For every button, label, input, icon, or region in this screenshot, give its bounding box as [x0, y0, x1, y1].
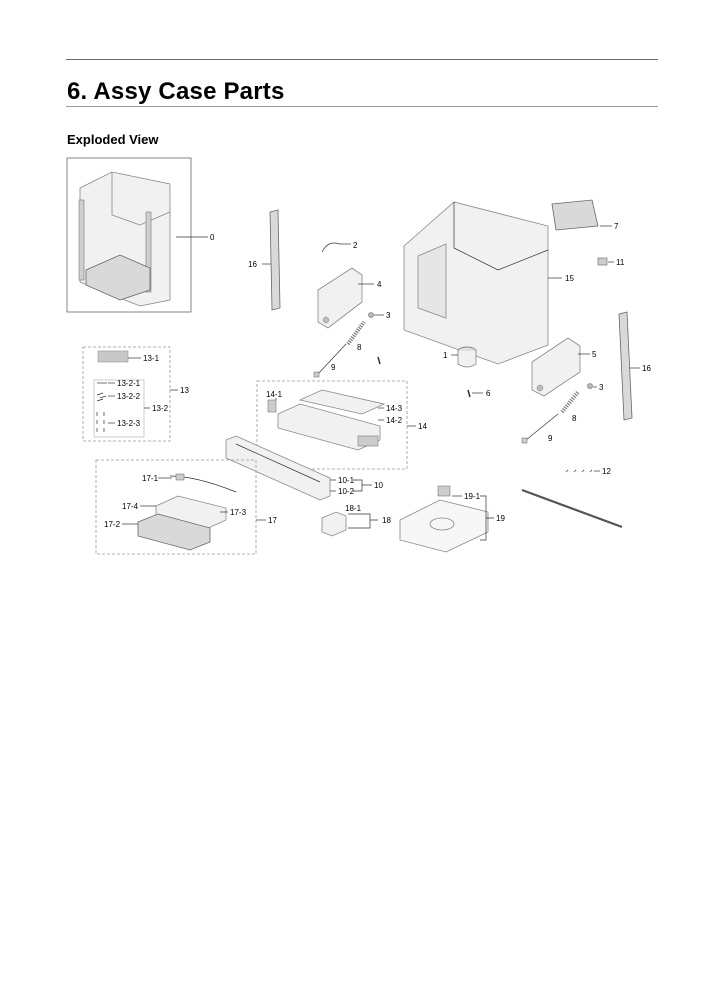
callout-5: 5	[592, 350, 597, 359]
callout-0: 0	[210, 233, 215, 242]
callout-8-left: 8	[357, 343, 362, 352]
callout-4: 4	[377, 280, 382, 289]
page-title: 6. Assy Case Parts	[67, 78, 285, 105]
callout-16-left: 16	[248, 260, 257, 269]
callout-3-left: 3	[386, 311, 391, 320]
callout-16-right: 16	[642, 364, 651, 373]
callout-14: 14	[418, 422, 427, 431]
callout-11: 11	[616, 258, 625, 267]
part-group-14-base-frame: 14-1 14-3 14-2 14	[256, 380, 427, 470]
part-4-side-panel: 4	[317, 267, 382, 329]
callout-14-2: 14-2	[386, 416, 403, 425]
callout-13-2-1: 13-2-1	[117, 379, 141, 388]
callout-3-right: 3	[599, 383, 604, 392]
part-bottom-strip	[521, 488, 623, 529]
callout-18: 18	[382, 516, 391, 525]
callout-14-1: 14-1	[266, 390, 283, 399]
part-11-hinge: 11	[597, 257, 625, 267]
callout-18-1: 18-1	[345, 504, 362, 513]
callout-1: 1	[443, 351, 448, 360]
part-1-cap: 1	[443, 346, 477, 368]
callout-10-1: 10-1	[338, 476, 355, 485]
part-0-assembled-case: 0	[66, 157, 215, 313]
callout-13-2-3: 13-2-3	[117, 419, 141, 428]
part-10-kick-plate: 10-1 10-2 10	[225, 435, 383, 501]
part-15-case-tub: 15	[403, 201, 574, 365]
part-7-top-bracket: 7	[551, 199, 619, 231]
callout-13-2-2: 13-2-2	[117, 392, 141, 401]
part-8-spring-right: 8	[560, 390, 580, 423]
part-9-cable-right: 9	[521, 413, 559, 444]
callout-8-right: 8	[572, 414, 577, 423]
callout-19-1: 19-1	[464, 492, 481, 501]
callout-14-3: 14-3	[386, 404, 403, 413]
callout-9-right: 9	[548, 434, 553, 443]
callout-17-1: 17-1	[142, 474, 159, 483]
callout-13-1: 13-1	[143, 354, 160, 363]
title-underline	[66, 106, 658, 107]
section-heading: Exploded View	[67, 132, 159, 147]
part-6-spacer: 6	[467, 389, 491, 398]
callout-7: 7	[614, 222, 619, 231]
part-3-screw-left: 3	[368, 311, 391, 320]
part-2-clip: 2	[321, 241, 358, 253]
part-16-left-rail: 16	[248, 209, 281, 311]
callout-12: 12	[602, 467, 611, 476]
part-group-13-accessory-kit: 13-1 13-2-1 13-2-2 13-2-3 13-2 13	[82, 346, 189, 442]
callout-17-3: 17-3	[230, 508, 247, 517]
callout-17-4: 17-4	[122, 502, 139, 511]
part-8-spring-left: 8	[346, 320, 366, 352]
part-9-cable-left: 9	[313, 343, 347, 378]
part-5-side-panel: 5	[531, 337, 597, 397]
part-3-screw-right: 3	[587, 383, 604, 392]
callout-2: 2	[353, 241, 358, 250]
callout-10-2: 10-2	[338, 487, 355, 496]
callout-13: 13	[180, 386, 189, 395]
part-group-17-control-housing: 17-1 17-4 17-3 17-2 17	[95, 459, 277, 555]
callout-17-2: 17-2	[104, 520, 121, 529]
callout-10: 10	[374, 481, 383, 490]
callout-15: 15	[565, 274, 574, 283]
part-12-screws: 12	[565, 467, 611, 476]
part-group-19-base-tray: 19-1 19	[399, 485, 505, 553]
header-rule-top	[66, 59, 658, 60]
callout-17: 17	[268, 516, 277, 525]
callout-13-2: 13-2	[152, 404, 169, 413]
part-16-right-rail: 16	[618, 311, 651, 421]
callout-6: 6	[486, 389, 491, 398]
part-18-block: 18-1 18	[321, 504, 391, 537]
callout-19: 19	[496, 514, 505, 523]
callout-9-left: 9	[331, 363, 336, 372]
